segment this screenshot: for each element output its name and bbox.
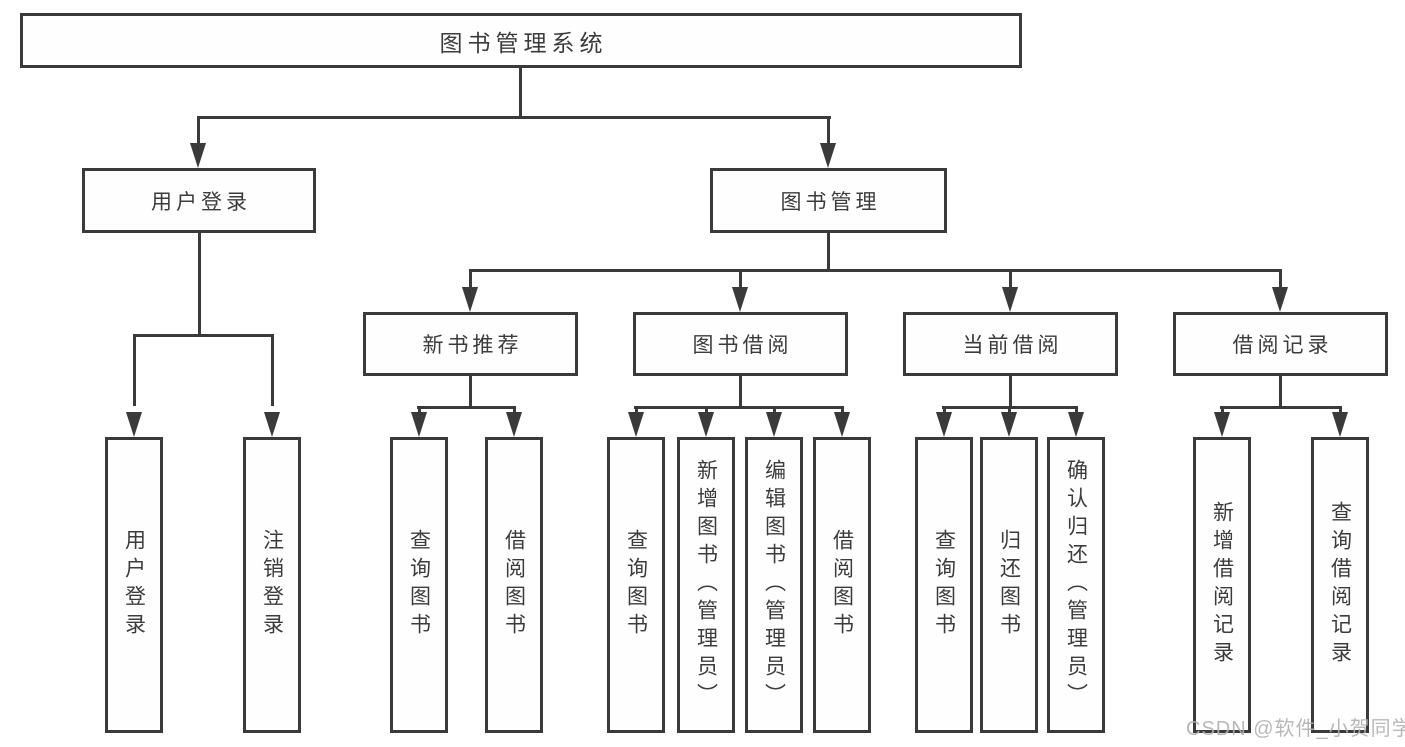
leaf-query-borrow-record-label: 查询借阅记录 <box>1328 501 1352 669</box>
node-new-book-recommendation: 新书推荐 <box>363 312 578 376</box>
connector-root-stem <box>519 68 522 119</box>
connector-new-book-recommendation-stem <box>469 376 472 409</box>
arrowhead-return-books-icon <box>1001 412 1017 437</box>
node-book-borrowing: 图书借阅 <box>633 312 848 376</box>
connector-new-book-recommendation-rail <box>417 406 516 409</box>
leaf-recommend-borrow-books: 借阅图书 <box>485 437 543 733</box>
connector-drop-recommend-borrow <box>513 406 516 416</box>
arrowhead-leaf-user-login-icon <box>126 412 142 437</box>
arrowhead-current-query-icon <box>936 412 952 437</box>
leaf-recommend-borrow-books-label: 借阅图书 <box>502 529 526 641</box>
node-borrowing-records: 借阅记录 <box>1173 312 1388 376</box>
arrowhead-query-record-icon <box>1332 412 1348 437</box>
arrowhead-edit-books-icon <box>766 412 782 437</box>
arrowhead-recommend-query-icon <box>411 412 427 437</box>
arrowhead-borrowing-borrow-icon <box>834 412 850 437</box>
arrowhead-new-book-recommendation-icon <box>462 287 478 312</box>
connector-drop-recommend-query <box>418 406 421 416</box>
leaf-borrowing-borrow-books-label: 借阅图书 <box>830 529 854 641</box>
connector-drop-current-borrowing <box>1009 269 1012 291</box>
connector-borrowing-records-rail <box>1220 406 1342 409</box>
connector-book-borrowing-stem <box>739 376 742 409</box>
connector-drop-add-books <box>705 406 708 416</box>
connector-drop-leaf-user-login <box>133 334 136 406</box>
connector-drop-book-management <box>827 116 830 146</box>
node-root-label: 图书管理系统 <box>439 29 608 56</box>
arrowhead-add-books-icon <box>698 412 714 437</box>
arrowhead-book-borrowing-icon <box>732 287 748 312</box>
connector-level1-rail <box>197 116 831 119</box>
leaf-return-books: 归还图书 <box>980 437 1038 733</box>
connector-book-borrowing-rail <box>634 406 844 409</box>
watermark: CSDN @软件_小贺同学 <box>1186 718 1405 740</box>
leaf-current-query-books-label: 查询图书 <box>932 529 956 641</box>
leaf-borrowing-query-books: 查询图书 <box>607 437 665 733</box>
leaf-user-login-label: 用户登录 <box>122 529 146 641</box>
connector-drop-current-query <box>943 406 946 416</box>
connector-drop-query-record <box>1339 406 1342 416</box>
node-new-book-recommendation-label: 新书推荐 <box>422 334 523 357</box>
node-current-borrowing: 当前借阅 <box>903 312 1118 376</box>
leaf-logout: 注销登录 <box>243 437 301 733</box>
arrowhead-user-login-icon <box>190 143 206 168</box>
connector-book-management-stem <box>827 233 830 272</box>
leaf-recommend-query-books-label: 查询图书 <box>407 529 431 641</box>
connector-drop-book-borrowing <box>739 269 742 291</box>
leaf-current-query-books: 查询图书 <box>915 437 973 733</box>
connector-user-login-stem <box>198 233 201 337</box>
connector-drop-return-books <box>1008 406 1011 416</box>
leaf-edit-books-admin-label: 编辑图书（管理员） <box>762 459 786 711</box>
arrowhead-book-management-icon <box>820 143 836 168</box>
leaf-add-books-admin: 新增图书（管理员） <box>677 437 735 733</box>
leaf-borrowing-borrow-books: 借阅图书 <box>813 437 871 733</box>
node-borrowing-records-label: 借阅记录 <box>1232 334 1333 357</box>
leaf-logout-label: 注销登录 <box>260 529 284 641</box>
leaf-confirm-return-admin: 确认归还（管理员） <box>1047 437 1105 733</box>
leaf-add-borrow-record: 新增借阅记录 <box>1193 437 1251 733</box>
leaf-edit-books-admin: 编辑图书（管理员） <box>745 437 803 733</box>
connector-drop-borrowing-records <box>1279 269 1282 291</box>
leaf-confirm-return-admin-label: 确认归还（管理员） <box>1064 459 1088 711</box>
connector-current-borrowing-stem <box>1009 376 1012 409</box>
node-book-borrowing-label: 图书借阅 <box>692 334 793 357</box>
leaf-query-borrow-record: 查询借阅记录 <box>1311 437 1369 733</box>
node-current-borrowing-label: 当前借阅 <box>962 334 1063 357</box>
leaf-add-borrow-record-label: 新增借阅记录 <box>1210 501 1234 669</box>
leaf-recommend-query-books: 查询图书 <box>390 437 448 733</box>
connector-drop-borrowing-borrow <box>841 406 844 416</box>
connector-drop-confirm-return <box>1075 406 1078 416</box>
connector-user-login-rail <box>133 334 274 337</box>
connector-drop-edit-books <box>773 406 776 416</box>
leaf-add-books-admin-label: 新增图书（管理员） <box>694 459 718 711</box>
leaf-user-login: 用户登录 <box>105 437 163 733</box>
arrowhead-recommend-borrow-icon <box>506 412 522 437</box>
node-user-login-label: 用户登录 <box>151 190 251 214</box>
connector-drop-add-record <box>1221 406 1224 416</box>
arrowhead-add-record-icon <box>1214 412 1230 437</box>
leaf-borrowing-query-books-label: 查询图书 <box>624 529 648 641</box>
node-book-management-module: 图书管理 <box>710 168 947 233</box>
arrowhead-current-borrowing-icon <box>1002 287 1018 312</box>
connector-drop-user-login <box>197 116 200 146</box>
connector-drop-leaf-logout <box>271 334 274 406</box>
connector-drop-borrowing-query <box>635 406 638 416</box>
connector-drop-new-book-recommendation <box>469 269 472 291</box>
arrowhead-leaf-logout-icon <box>264 412 280 437</box>
connector-borrowing-records-stem <box>1279 376 1282 409</box>
connector-level2-rail <box>469 269 1282 272</box>
node-book-management-label: 图书管理 <box>780 190 881 214</box>
arrowhead-borrowing-records-icon <box>1272 287 1288 312</box>
arrowhead-borrowing-query-icon <box>628 412 644 437</box>
node-root-library-management-system: 图书管理系统 <box>20 13 1022 68</box>
leaf-return-books-label: 归还图书 <box>997 529 1021 641</box>
node-user-login-module: 用户登录 <box>82 168 316 233</box>
arrowhead-confirm-return-icon <box>1068 412 1084 437</box>
